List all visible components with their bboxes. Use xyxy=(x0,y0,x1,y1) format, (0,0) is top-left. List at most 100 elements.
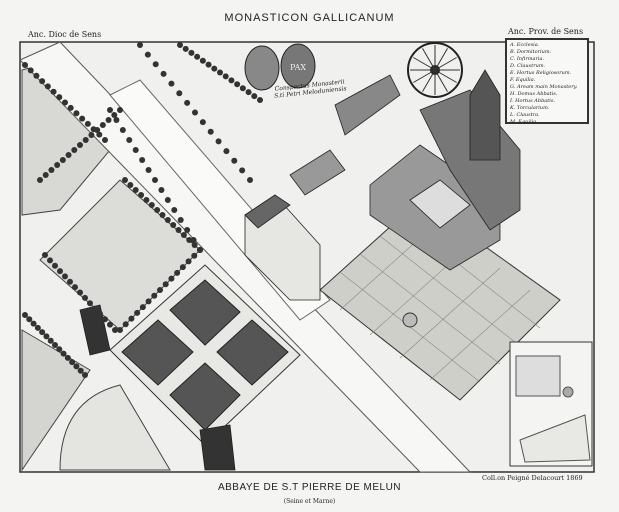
tree xyxy=(67,104,74,111)
gate-bottom xyxy=(199,424,236,471)
tree xyxy=(27,67,34,74)
tree xyxy=(190,237,197,243)
compass-rose-icon xyxy=(407,42,463,98)
tree xyxy=(177,217,184,223)
tree xyxy=(180,232,187,238)
tree xyxy=(99,122,106,128)
tree xyxy=(152,177,158,183)
tree xyxy=(251,93,258,100)
tree xyxy=(139,304,146,311)
tree xyxy=(22,312,28,318)
diocese-caption: Anc. Dioc de Sens xyxy=(28,30,102,39)
tree xyxy=(222,73,229,80)
tree xyxy=(52,262,58,269)
tree xyxy=(211,65,218,72)
bed-right xyxy=(216,319,289,386)
bell-tower xyxy=(469,69,501,161)
tree xyxy=(77,367,84,374)
tree xyxy=(139,157,146,163)
tree xyxy=(117,327,123,333)
tree xyxy=(176,90,183,97)
tree xyxy=(105,117,112,123)
abbey-subtitle: (Seine et Marne) xyxy=(283,498,336,505)
tree xyxy=(234,81,241,88)
province-caption: Anc. Prov. de Sens xyxy=(508,27,584,36)
tree xyxy=(157,287,163,293)
tree xyxy=(245,89,252,96)
tree xyxy=(111,112,118,118)
tree xyxy=(122,177,128,183)
tree xyxy=(47,257,53,264)
curved-garden xyxy=(59,384,171,471)
legend-item: C. Infirmaria. xyxy=(510,56,545,62)
tree xyxy=(132,187,139,193)
convent-garden xyxy=(319,199,561,401)
legend-item: B. Dormitorium. xyxy=(510,49,552,55)
legend-item: I. Hortus Abbatis. xyxy=(510,98,556,104)
tree xyxy=(158,187,165,193)
outbuilding xyxy=(289,149,346,196)
tree xyxy=(134,309,141,316)
tree xyxy=(56,346,63,353)
tree xyxy=(107,321,113,328)
tree xyxy=(191,252,198,259)
tree xyxy=(56,94,63,101)
legend-box: A. Ecclesia. B. Dormitorium. C. Infirmar… xyxy=(505,38,589,125)
tree xyxy=(44,83,51,90)
legend-item: D. Claustrum. xyxy=(510,63,546,69)
tree xyxy=(112,327,118,333)
legend-item: K. Torcularium. xyxy=(510,105,550,111)
tree xyxy=(184,99,191,106)
tree xyxy=(122,321,129,328)
tree xyxy=(62,99,68,106)
tree xyxy=(239,85,246,92)
tree xyxy=(154,207,161,213)
tree xyxy=(73,363,80,370)
legend-item: G. Aream main Monastery. xyxy=(510,84,578,90)
medallion-text: PAX xyxy=(290,63,306,72)
tree xyxy=(113,117,120,123)
tree xyxy=(239,167,246,174)
tree xyxy=(182,45,189,52)
tree xyxy=(143,197,150,203)
tree xyxy=(82,372,88,378)
legend-item: F. Equilia. xyxy=(510,77,536,83)
tree xyxy=(69,359,76,366)
tree xyxy=(223,148,230,155)
garden-fountain xyxy=(402,312,418,328)
tree xyxy=(119,127,126,133)
tree xyxy=(77,142,83,148)
compass-spoke xyxy=(422,48,436,71)
tree xyxy=(73,110,80,117)
tree xyxy=(177,42,183,48)
medallion-left xyxy=(244,45,280,91)
tree xyxy=(159,212,166,218)
main-road xyxy=(19,41,472,473)
tree xyxy=(102,137,108,143)
compass-spoke xyxy=(434,69,448,92)
tree xyxy=(97,310,103,317)
tree xyxy=(184,227,191,233)
tree xyxy=(59,157,66,163)
bed-bottom xyxy=(169,362,241,431)
compass-spoke xyxy=(434,57,457,71)
tree xyxy=(65,152,72,158)
tree xyxy=(257,97,263,103)
dormitory xyxy=(334,74,401,136)
tree xyxy=(217,69,223,76)
tree xyxy=(145,167,152,173)
tree xyxy=(79,115,86,122)
tree xyxy=(71,147,78,153)
tree xyxy=(72,284,78,291)
tree xyxy=(77,289,83,296)
tree xyxy=(57,268,63,275)
tree xyxy=(162,281,169,288)
tree xyxy=(228,77,235,84)
tree xyxy=(205,61,212,68)
tree xyxy=(191,242,198,248)
legend-item: L. Claustra. xyxy=(510,112,540,118)
tree xyxy=(137,42,143,48)
tree xyxy=(88,132,95,138)
tree xyxy=(199,57,206,64)
